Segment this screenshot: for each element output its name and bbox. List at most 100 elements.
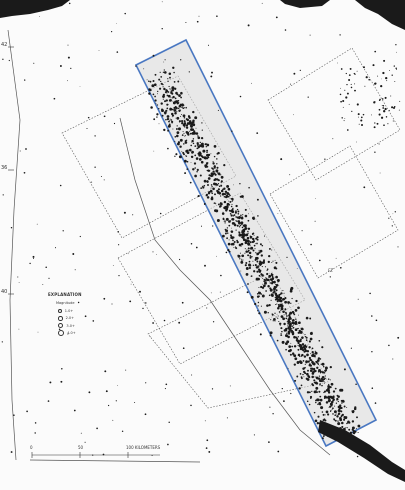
- seismicity-point: [304, 372, 307, 375]
- seismicity-point: [224, 222, 226, 224]
- seismicity-point: [239, 182, 241, 185]
- seismicity-point: [271, 313, 273, 315]
- seismicity-point: [322, 435, 325, 437]
- seismicity-point: [213, 155, 216, 158]
- seismicity-point: [266, 304, 269, 307]
- seismicity-point: [178, 94, 181, 97]
- seismicity-point: [251, 237, 253, 239]
- seismicity-point: [315, 198, 316, 200]
- seismicity-point: [322, 363, 325, 366]
- seismicity-point: [362, 113, 365, 116]
- seismicity-point: [127, 253, 129, 255]
- seismicity-point: [98, 50, 100, 51]
- seismicity-point: [174, 100, 177, 103]
- seismicity-point: [164, 113, 166, 115]
- seismicity-point: [196, 147, 198, 150]
- legend-item: 3.0+: [58, 323, 75, 329]
- seismicity-point: [17, 276, 19, 278]
- seismicity-point: [261, 294, 265, 298]
- seismicity-point: [219, 205, 221, 208]
- seismicity-point: [255, 237, 258, 240]
- seismicity-point: [263, 310, 267, 314]
- seismicity-point: [290, 83, 291, 85]
- seismicity-point: [181, 121, 184, 125]
- seismicity-point: [246, 236, 250, 240]
- seismicity-point: [284, 297, 287, 300]
- seismicity-point: [252, 264, 255, 266]
- seismicity-point: [321, 375, 325, 379]
- seismicity-point: [306, 400, 309, 403]
- seismicity-point: [162, 98, 164, 100]
- seismicity-point: [236, 224, 239, 227]
- seismicity-point: [246, 268, 248, 270]
- seismicity-point: [343, 368, 346, 371]
- seismicity-point: [310, 367, 313, 370]
- seismicity-point: [230, 230, 234, 233]
- seismicity-point: [325, 410, 329, 414]
- seismicity-point: [221, 212, 225, 215]
- seismicity-point: [325, 389, 329, 392]
- seismicity-point: [323, 380, 325, 383]
- seismicity-point: [310, 243, 312, 246]
- seismicity-point: [181, 301, 184, 304]
- seismicity-point: [230, 210, 233, 213]
- seismicity-point: [384, 107, 387, 111]
- seismicity-point: [272, 291, 275, 294]
- seismicity-point: [26, 410, 28, 413]
- seismicity-point: [335, 413, 337, 415]
- seismicity-point: [223, 192, 227, 196]
- seismicity-point: [378, 143, 380, 145]
- seismicity-point: [152, 79, 155, 83]
- seismicity-point: [287, 330, 291, 334]
- seismicity-point: [216, 15, 218, 17]
- legend-item-label: 2.0+: [65, 316, 75, 321]
- seismicity-point: [166, 94, 169, 97]
- seismicity-point: [107, 404, 110, 407]
- seismicity-point: [201, 129, 203, 131]
- seismicity-point: [183, 153, 185, 156]
- seismicity-point: [169, 118, 171, 120]
- seismicity-point: [139, 290, 141, 293]
- seismicity-point: [216, 152, 219, 155]
- seismicity-point: [156, 254, 157, 255]
- seismicity-point: [318, 378, 320, 380]
- seismicity-point: [190, 404, 192, 407]
- seismicity-point: [79, 86, 81, 87]
- seismicity-point: [181, 114, 183, 115]
- seismicity-point: [192, 142, 195, 145]
- seismicity-point: [293, 114, 294, 116]
- seismicity-point: [290, 392, 292, 395]
- seismicity-point: [274, 296, 276, 299]
- seismicity-point: [195, 132, 199, 135]
- seismicity-point: [238, 231, 240, 234]
- seismicity-point: [254, 264, 257, 267]
- seismicity-point: [256, 236, 259, 239]
- seismicity-point: [226, 237, 229, 240]
- seismicity-point: [249, 241, 252, 244]
- seismicity-point: [226, 192, 230, 195]
- seismicity-point: [293, 335, 296, 339]
- seismicity-point: [342, 106, 344, 108]
- seismicity-point: [258, 291, 260, 293]
- seismicity-point: [217, 190, 220, 194]
- seismicity-point: [388, 344, 390, 347]
- seismicity-point: [286, 332, 288, 335]
- seismicity-point: [315, 362, 317, 364]
- seismicity-point: [312, 384, 315, 387]
- seismicity-point: [238, 230, 240, 232]
- seismicity-point: [185, 126, 189, 129]
- seismicity-point: [113, 122, 116, 125]
- seismicity-point: [275, 284, 279, 287]
- seismicity-point: [214, 182, 218, 186]
- seismicity-point: [247, 283, 249, 285]
- seismicity-point: [301, 327, 303, 329]
- seismicity-point: [190, 243, 193, 245]
- seismicity-point: [241, 235, 245, 239]
- seismicity-point: [171, 89, 175, 92]
- seismicity-point: [299, 339, 302, 343]
- seismicity-point: [348, 79, 351, 81]
- seismicity-point: [228, 239, 230, 241]
- seismicity-point: [360, 116, 363, 119]
- seismicity-point: [257, 305, 259, 307]
- seismicity-point: [223, 220, 226, 222]
